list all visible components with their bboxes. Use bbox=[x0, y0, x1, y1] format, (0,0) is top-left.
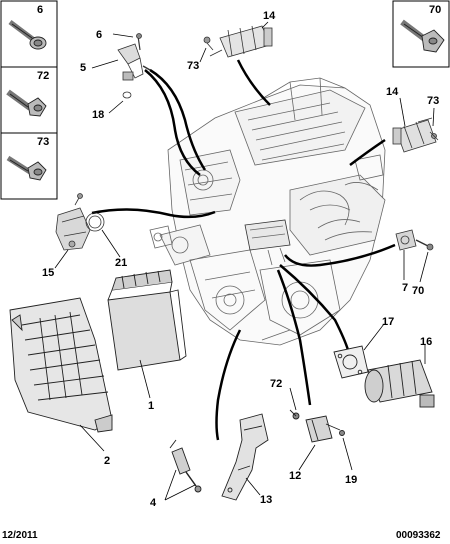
legend-screw-70-label: 70 bbox=[429, 4, 442, 16]
wiring-harness bbox=[91, 59, 396, 441]
screw-73-icon bbox=[6, 155, 47, 181]
legend-screw-72-label: 72 bbox=[37, 70, 50, 82]
part-13-bracket bbox=[221, 413, 269, 501]
callout-5: 5 bbox=[80, 62, 87, 74]
part-12-sensor bbox=[289, 409, 345, 443]
callout-12: 12 bbox=[289, 470, 302, 482]
screw-70-icon bbox=[400, 19, 445, 53]
callout-15: 15 bbox=[42, 267, 55, 279]
callout-4: 4 bbox=[150, 497, 157, 509]
part-5-cam-sensor bbox=[117, 33, 151, 99]
callout-73-right: 73 bbox=[427, 95, 440, 107]
part-16-actuator bbox=[364, 359, 435, 408]
callout-73-top: 73 bbox=[187, 60, 200, 72]
callout-14-top: 14 bbox=[263, 10, 276, 22]
callout-7: 7 bbox=[402, 282, 409, 294]
callout-13: 13 bbox=[260, 494, 273, 506]
part-7-sensor bbox=[395, 229, 434, 251]
engine-block bbox=[149, 77, 386, 346]
callout-2: 2 bbox=[104, 455, 111, 467]
callout-6: 6 bbox=[96, 29, 103, 41]
callout-1: 1 bbox=[148, 400, 155, 412]
part-2-bracket bbox=[9, 297, 113, 433]
screw-6-icon bbox=[8, 20, 47, 50]
legend-screw-6-label: 6 bbox=[37, 4, 44, 16]
leader-lines bbox=[54, 21, 435, 501]
legend-screw-73-label: 73 bbox=[37, 136, 50, 148]
callout-19: 19 bbox=[345, 474, 358, 486]
callout-17: 17 bbox=[382, 316, 395, 328]
callout-70: 70 bbox=[412, 285, 425, 297]
part-14-sensor-top bbox=[203, 25, 273, 58]
footer-reference: 00093362 bbox=[396, 530, 441, 541]
callout-16: 16 bbox=[420, 336, 433, 348]
callout-72: 72 bbox=[270, 378, 283, 390]
callout-14-right: 14 bbox=[386, 86, 399, 98]
callout-18: 18 bbox=[92, 109, 105, 121]
part-15-sensor bbox=[55, 193, 105, 251]
part-4-sensor bbox=[169, 439, 202, 493]
part-14-sensor-right bbox=[392, 117, 439, 153]
part-1-ecu bbox=[107, 269, 187, 371]
part-17-plate bbox=[333, 345, 369, 379]
screw-72-icon bbox=[6, 89, 47, 117]
callout-21: 21 bbox=[115, 257, 128, 269]
footer-date: 12/2011 bbox=[2, 530, 38, 541]
